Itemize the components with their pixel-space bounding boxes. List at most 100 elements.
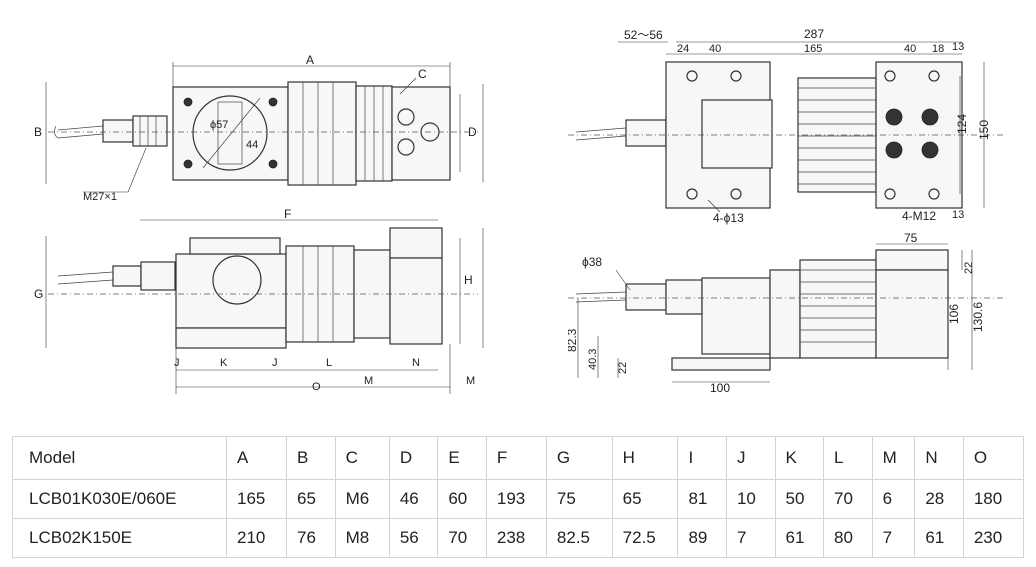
dim-label-24: 24 [677, 43, 689, 55]
table-cell: 180 [962, 479, 1025, 519]
table-cell: 165 [225, 479, 288, 519]
table-cell-model: LCB02K150E [12, 518, 227, 558]
connector-nut [132, 115, 168, 147]
side-top-plate [875, 249, 949, 271]
table-row: LCB01K030E/060E 165 65 M6 46 60 193 75 6… [12, 479, 1025, 519]
side-connector [625, 283, 667, 311]
table-cell: 46 [388, 479, 439, 519]
side-nut [140, 261, 176, 291]
table-header-cell: L [823, 436, 873, 480]
bolt-hole [268, 159, 278, 169]
right-technical-drawing: 52～56 287 24 40 165 40 18 13 124 150 4-ϕ… [568, 22, 1004, 400]
bolt-hole [268, 97, 278, 107]
port-circle [397, 108, 415, 126]
table-cell: 65 [286, 479, 336, 519]
dim-label-150: 150 [977, 120, 991, 140]
port-circle [397, 138, 415, 156]
table-cell: 230 [962, 518, 1025, 558]
dim-label-g: G [34, 287, 43, 301]
dim-label-44: 44 [246, 139, 258, 151]
bolt-hole [183, 97, 193, 107]
table-cell: 75 [545, 479, 613, 519]
side-block [701, 277, 771, 355]
dim-label-82-3: 82.3 [568, 328, 579, 352]
side-base-plate [671, 357, 771, 371]
table-cell: 50 [774, 479, 825, 519]
side-ribs [800, 269, 876, 343]
table-header-cell: E [437, 436, 487, 480]
table-cell: 89 [677, 518, 727, 558]
leader-phi38 [615, 269, 631, 291]
cable-line [575, 127, 627, 141]
bellows-body [287, 81, 357, 186]
table-row: LCB02K150E 210 76 M8 56 70 238 82.5 72.5… [12, 518, 1025, 558]
leader-4phi13 [707, 199, 721, 213]
dim-label-13a: 13 [952, 41, 964, 53]
dim-label-f: F [284, 207, 291, 221]
table-header-row: Model A B C D E F G H I J K L M N O [12, 436, 1025, 480]
dim-label-18: 18 [932, 43, 944, 55]
side-top-box [389, 227, 443, 259]
bolt-hole [183, 159, 193, 169]
left-technical-drawing: A B C D E ϕ57 44 M27×1 F [28, 22, 486, 400]
table-cell: 72.5 [611, 518, 679, 558]
inner-rect [217, 101, 243, 165]
dim-label-13b: 13 [952, 209, 964, 221]
table-header-cell: F [485, 436, 547, 480]
side-cable [575, 291, 627, 303]
dim-label-b: B [34, 125, 42, 139]
diameter-leader [202, 97, 261, 169]
side-view-right: 75 ϕ38 22 106 130.6 82.3 40.3 22 100 [568, 231, 1004, 395]
side-flange [769, 269, 801, 359]
mount-hole [884, 188, 896, 200]
table-header-cell: I [677, 436, 727, 480]
table-header-cell: O [962, 436, 1025, 480]
side-connector [112, 265, 142, 287]
dim-label-40a: 40 [709, 43, 721, 55]
table-cell: 7 [725, 518, 776, 558]
table-header-cell: D [388, 436, 439, 480]
dim-label-100: 100 [710, 381, 730, 395]
mount-hole [884, 70, 896, 82]
dim-label-a: A [306, 53, 314, 67]
mount-hole [730, 188, 742, 200]
dim-label-40b: 40 [904, 43, 916, 55]
table-header-cell: B [286, 436, 336, 480]
dim-label-k: K [220, 357, 228, 369]
side-ring [353, 249, 391, 339]
dim-label-124: 124 [955, 114, 969, 134]
table-header-cell: K [774, 436, 825, 480]
bellows-ribs [798, 87, 876, 185]
dim-label-22b: 22 [617, 362, 629, 374]
dim-label-d: D [468, 125, 477, 139]
table-cell: M6 [334, 479, 390, 519]
cable-line [54, 125, 104, 139]
table-header-cell: G [545, 436, 613, 480]
top-view: A B C D E ϕ57 44 M27×1 [34, 53, 484, 203]
table-cell: 82.5 [545, 518, 613, 558]
table-header-cell: J [725, 436, 776, 480]
table-cell: 80 [823, 518, 873, 558]
dim-label-287: 287 [804, 27, 824, 41]
ring-lines [364, 86, 384, 181]
spec-table: Model A B C D E F G H I J K L M N O LCB0… [12, 436, 1025, 558]
connector-body [102, 119, 134, 143]
dim-label-phi57: ϕ57 [210, 119, 228, 131]
table-cell: 6 [871, 479, 916, 519]
bellows-lines [302, 82, 334, 185]
side-bellows [799, 259, 877, 359]
table-cell: 238 [485, 518, 547, 558]
dim-label-m1: M [364, 375, 373, 387]
table-cell: 61 [774, 518, 825, 558]
dim-label-4m12: 4-M12 [902, 209, 936, 223]
table-header-cell: C [334, 436, 390, 480]
dim-label-106: 106 [947, 304, 961, 324]
port-hole [921, 141, 939, 159]
dim-label-165: 165 [804, 43, 822, 55]
dim-label-40-3: 40.3 [587, 349, 599, 370]
table-cell: M8 [334, 518, 390, 558]
table-cell: 70 [823, 479, 873, 519]
dim-label-j1: J [174, 357, 180, 369]
phi57-circle [192, 95, 268, 171]
table-cell: 76 [286, 518, 336, 558]
